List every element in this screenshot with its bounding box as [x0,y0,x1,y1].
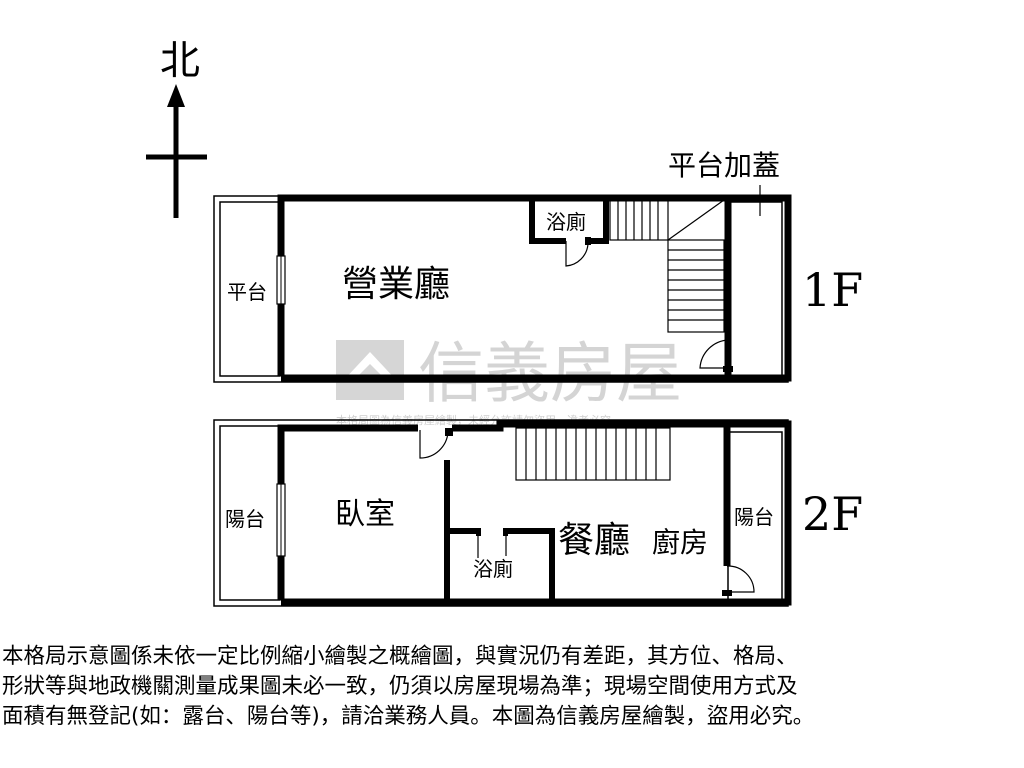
room-business-hall: 營業廳 [342,264,450,305]
brand-logo-icon [336,340,404,400]
room-platform-addition: 平台加蓋 [668,149,780,182]
disclaimer-line: 形狀等與地政機關測量成果圖未必一致，仍須以房屋現場為準；現場空間使用方式及 [2,674,798,699]
north-arrow-icon [167,84,185,107]
disclaimer-line: 本格局示意圖係未依一定比例縮小繪製之概繪圖，與實況仍有差距，其方位、格局、 [2,644,798,669]
room-dining: 餐廳 [558,520,630,561]
room-balcony-right: 陽台 [734,505,774,529]
stairs-1f [609,199,725,333]
compass: 北 [146,38,207,218]
stairs-2f [515,427,671,481]
floor-1: 營業廳 浴廁 平台 平台加蓋 1F [213,149,863,383]
watermark-brand: 信義房屋 [418,335,682,412]
room-bathroom-2f: 浴廁 [473,557,513,581]
bathroom-2f-walls [447,528,555,602]
room-platform: 平台 [227,280,267,304]
floor-plan: 信義房屋 本格局圖為信義房屋繪製，未經允許請勿盜用，違者必究 北 [146,38,863,607]
disclaimer-line: 面積有無登記(如：露台、陽台等)，請洽業務人員。本圖為信義房屋繪製，盜用必究。 [2,704,815,729]
room-bedroom: 臥室 [335,497,395,532]
floor-2: 臥室 餐廳 廚房 浴廁 陽台 陽台 2F [213,419,863,607]
room-kitchen: 廚房 [652,526,708,559]
floor-label-1f: 1F [802,263,863,317]
disclaimer: 本格局示意圖係未依一定比例縮小繪製之概繪圖，與實況仍有差距，其方位、格局、 形狀… [2,642,1022,732]
floor-label-2f: 2F [802,487,863,541]
bathroom-1f-walls [529,198,609,244]
north-label: 北 [160,38,200,84]
room-bathroom-1f: 浴廁 [546,210,586,234]
watermark: 信義房屋 本格局圖為信義房屋繪製，未經允許請勿盜用，違者必究 [336,335,682,427]
room-balcony-left: 陽台 [225,507,265,531]
